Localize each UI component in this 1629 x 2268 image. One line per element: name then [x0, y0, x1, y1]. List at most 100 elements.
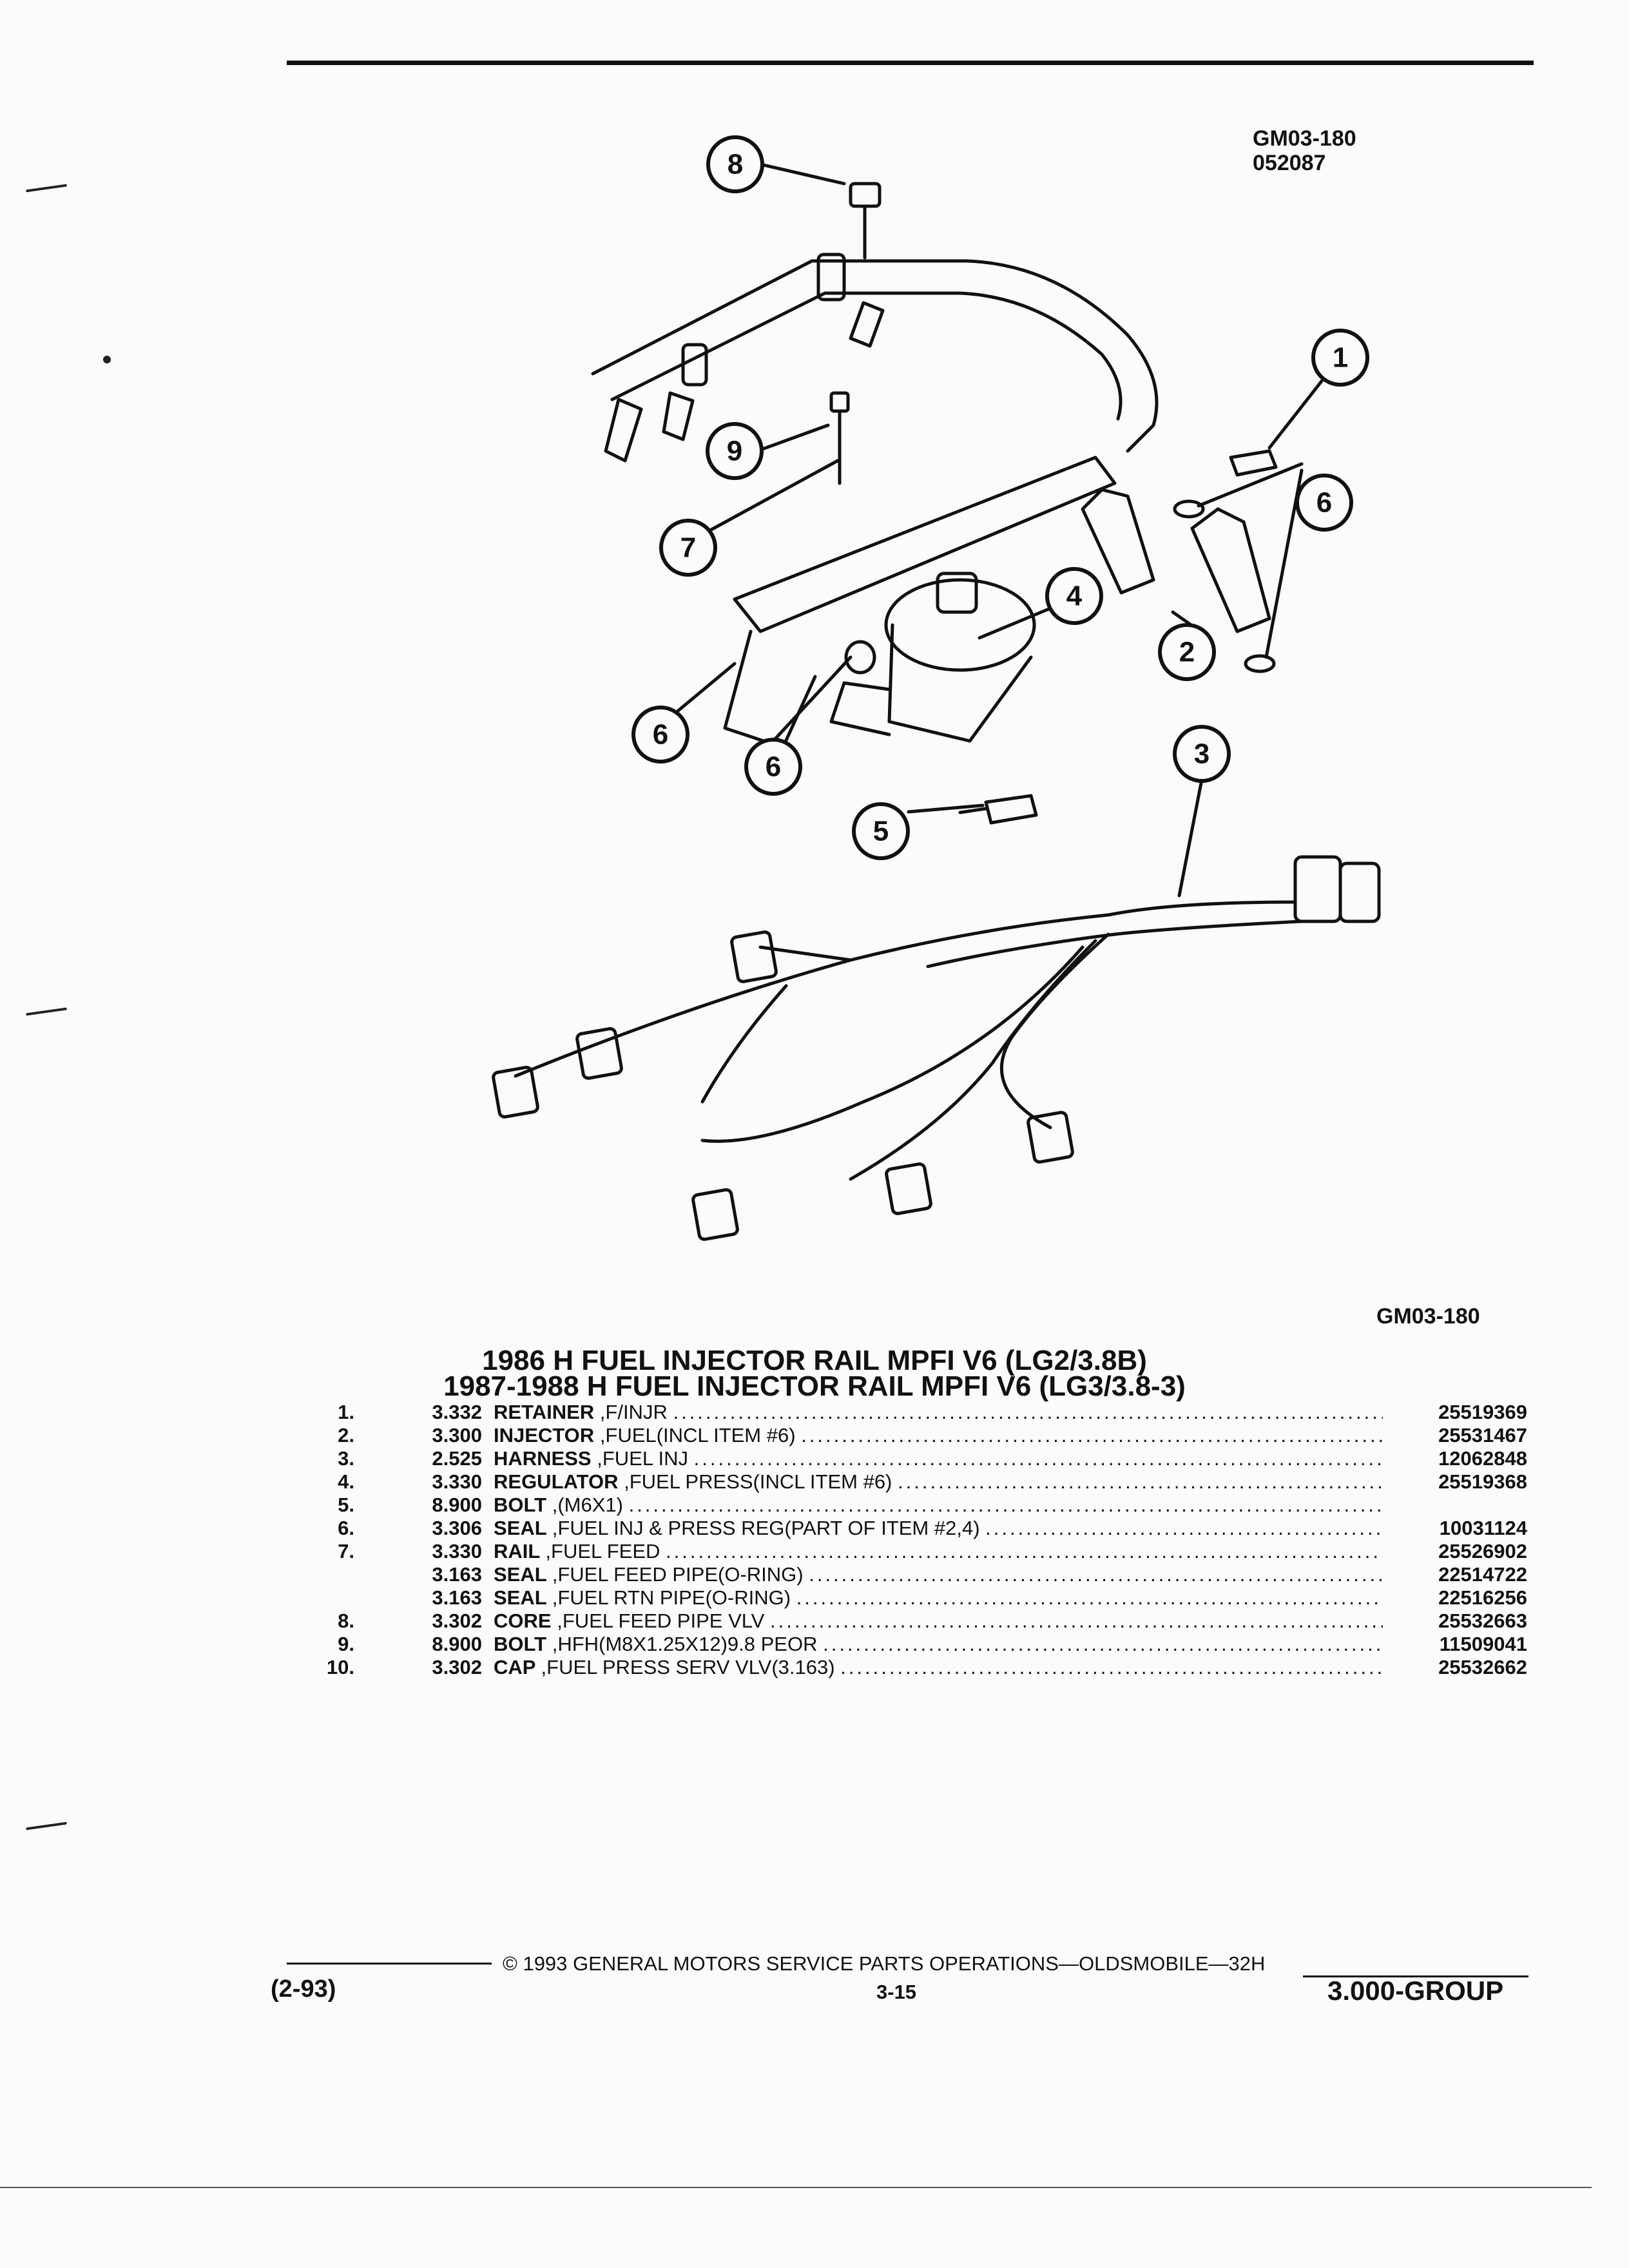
part-desc: ,FUEL FEED PIPE VLV [557, 1610, 765, 1632]
part-name: SEAL [494, 1586, 547, 1609]
dot-leader: ........................................… [809, 1563, 1383, 1586]
margin-mark [26, 184, 67, 193]
callout-label: 3 [1194, 738, 1210, 770]
dot-leader: ........................................… [673, 1401, 1383, 1423]
part-name: INJECTOR [494, 1424, 595, 1446]
callout-circle-3 [1173, 725, 1231, 783]
callout-label: 2 [1179, 637, 1195, 668]
dot-leader: ........................................… [628, 1494, 1383, 1516]
item-description: SEAL ,FUEL RTN PIPE(O-RING) ............… [494, 1586, 1383, 1610]
part-desc: ,F/INJR [599, 1401, 668, 1423]
harness [514, 900, 1297, 1078]
parts-row: 3. 2.525 HARNESS ,FUEL INJ .............… [0, 1447, 1629, 1470]
parts-row: 6. 3.306 SEAL ,FUEL INJ & PRESS REG(PART… [0, 1517, 1629, 1540]
footer-group: 3.000-GROUP [1327, 1975, 1504, 2006]
callout-label: 5 [873, 816, 889, 847]
group-number: 3.330 [432, 1540, 482, 1562]
part-name: REGULATOR [494, 1470, 619, 1493]
item-number: 10. [326, 1656, 354, 1678]
dot-leader: ........................................… [666, 1540, 1383, 1562]
callout-circle-10 [706, 422, 764, 480]
group-number: 2.525 [432, 1447, 482, 1470]
part-desc: ,FUEL INJ & PRESS REG(PART OF ITEM #2,4) [552, 1517, 980, 1539]
parts-row: 4. 3.330 REGULATOR ,FUEL PRESS(INCL ITEM… [0, 1470, 1629, 1494]
callout-label: 6 [653, 719, 668, 751]
item-number: 4. [338, 1470, 354, 1493]
margin-mark [26, 1007, 67, 1016]
part-desc: ,(M6X1) [552, 1494, 623, 1516]
part-name: RETAINER [494, 1401, 595, 1423]
item-description: RETAINER ,F/INJR .......................… [494, 1401, 1383, 1424]
parts-row: 3.163 SEAL ,FUEL RTN PIPE(O-RING) ......… [0, 1586, 1629, 1610]
top-rule [287, 61, 1534, 65]
footer-rule-left [287, 1963, 492, 1965]
margin-mark [26, 1821, 67, 1831]
group-number: 8.900 [432, 1494, 482, 1516]
item-description: CAP ,FUEL PRESS SERV VLV(3.163) ........… [494, 1656, 1383, 1679]
part-name: BOLT [494, 1633, 547, 1655]
footer-date-code: (2-93) [271, 1975, 336, 2003]
part-name: SEAL [494, 1517, 547, 1539]
item-description: RAIL ,FUEL FEED ........................… [494, 1540, 1383, 1563]
part-number: 22516256 [1438, 1586, 1527, 1609]
margin-dot [103, 356, 111, 363]
callout-label: 7 [680, 532, 696, 564]
part-name: HARNESS [494, 1447, 592, 1470]
part-number: 11509041 [1439, 1633, 1527, 1655]
part-desc: ,FUEL PRESS(INCL ITEM #6) [624, 1470, 892, 1493]
part-number: 12062848 [1438, 1447, 1527, 1470]
parts-row: 10. 3.302 CAP ,FUEL PRESS SERV VLV(3.163… [0, 1656, 1629, 1679]
dot-leader: ........................................… [985, 1517, 1383, 1539]
page-title-line-1: 1986 H FUEL INJECTOR RAIL MPFI V6 (LG2/3… [482, 1345, 1147, 1376]
item-description: HARNESS ,FUEL INJ ......................… [494, 1447, 1383, 1470]
figure-date-code: 052087 [1253, 151, 1326, 175]
part-name: RAIL [494, 1540, 540, 1562]
callout-label: 6 [766, 751, 781, 783]
footer-copyright: © 1993 GENERAL MOTORS SERVICE PARTS OPER… [503, 1952, 1266, 1975]
front-rail [733, 456, 1117, 633]
part-desc: ,FUEL PRESS SERV VLV(3.163) [541, 1656, 835, 1678]
rear-rail [591, 259, 1159, 453]
parts-row: 7. 3.330 RAIL ,FUEL FEED ...............… [0, 1540, 1629, 1563]
part-number: 25532662 [1438, 1656, 1527, 1678]
group-number: 3.332 [432, 1401, 482, 1423]
group-number: 3.300 [432, 1424, 482, 1446]
parts-row: 2. 3.300 INJECTOR ,FUEL(INCL ITEM #6) ..… [0, 1424, 1629, 1447]
callout-label: 9 [727, 436, 742, 467]
parts-row: 8. 3.302 CORE ,FUEL FEED PIPE VLV ......… [0, 1610, 1629, 1633]
callout-label: 8 [728, 149, 743, 180]
footer-rule-right [1303, 1975, 1528, 1977]
callout-circle-8 [659, 519, 717, 577]
callout-circle-4 [1045, 567, 1103, 625]
rear-rail-lower [610, 291, 1123, 421]
group-number: 3.306 [432, 1517, 482, 1539]
dot-leader: ........................................… [796, 1586, 1383, 1609]
part-name: CORE [494, 1610, 552, 1632]
part-number: 22514722 [1438, 1563, 1527, 1586]
dot-leader: ........................................… [693, 1447, 1383, 1470]
part-number: 10031124 [1439, 1517, 1527, 1539]
dot-leader: ........................................… [801, 1424, 1383, 1446]
callout-circle-5 [852, 802, 910, 860]
item-description: REGULATOR ,FUEL PRESS(INCL ITEM #6) ....… [494, 1470, 1383, 1494]
callout-circle-1 [1311, 329, 1369, 387]
dot-leader: ........................................… [898, 1470, 1383, 1493]
parts-row: 9. 8.900 BOLT ,HFH(M8X1.25X12)9.8 PEOR .… [0, 1633, 1629, 1656]
part-desc: ,FUEL(INCL ITEM #6) [599, 1424, 796, 1446]
group-number: 3.163 [432, 1586, 482, 1609]
item-number: 3. [338, 1447, 354, 1470]
callout-circle-7 [631, 706, 689, 764]
group-number: 3.302 [432, 1610, 482, 1632]
part-number: 25519368 [1438, 1470, 1527, 1493]
item-description: BOLT ,(M6X1) ...........................… [494, 1494, 1383, 1517]
part-name: CAP [494, 1656, 535, 1678]
item-description: INJECTOR ,FUEL(INCL ITEM #6) ...........… [494, 1424, 1383, 1447]
dot-leader: ........................................… [823, 1633, 1383, 1655]
part-name: BOLT [494, 1494, 547, 1516]
footer-page-number: 3-15 [876, 1981, 917, 2003]
group-number: 8.900 [432, 1633, 482, 1655]
page-title-line-2: 1987-1988 H FUEL INJECTOR RAIL MPFI V6 (… [443, 1370, 1186, 1402]
group-number: 3.330 [432, 1470, 482, 1493]
parts-row: 1. 3.332 RETAINER ,F/INJR ..............… [0, 1401, 1629, 1424]
diagram-svg: 8 1 6 4 2 3 7 9 6 6 5 [492, 135, 1381, 1241]
